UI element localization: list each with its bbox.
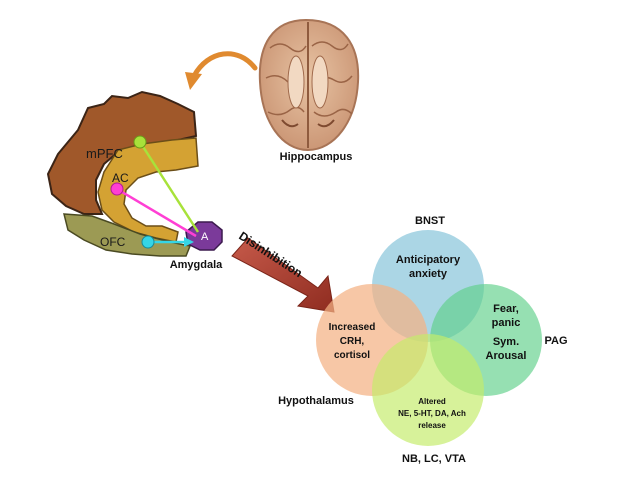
mpfc-dot — [133, 135, 147, 149]
ofc-label: OFC — [100, 235, 126, 249]
disinhibition-arrow-icon — [231, 237, 335, 313]
ac-dot — [110, 182, 124, 196]
pag-circle-line-1: Fear, — [493, 303, 519, 315]
bnst-label: BNST — [415, 215, 445, 227]
ofc-arrowhead-icon — [184, 237, 194, 247]
pag-circle-line-3: Sym. — [493, 336, 519, 348]
pag-circle-line-2: panic — [492, 317, 521, 329]
sagittal-brain-diagram — [46, 90, 223, 257]
ac-region — [97, 137, 199, 243]
mpfc-label: mPFC — [86, 146, 123, 161]
nb-circle-line-3: release — [418, 421, 446, 430]
amygdala-short-label: A — [201, 231, 209, 243]
hypothalamus-circle-line-3: cortisol — [334, 350, 370, 361]
nb-circle-line-1: Altered — [418, 397, 446, 406]
ac-connection-line — [116, 187, 197, 238]
pag-label: PAG — [544, 335, 567, 347]
ac-label: AC — [112, 171, 129, 185]
hypothalamus-circle-line-1: Increased — [329, 322, 376, 333]
hypothalamus-circle-line-2: CRH, — [340, 336, 365, 347]
hippocampus-brain-image — [258, 18, 360, 152]
ofc-dot — [141, 235, 155, 249]
curved-arrow-icon — [185, 51, 258, 90]
bnst-circle-line-1: Anticipatory — [396, 254, 461, 266]
hippocampus-label: Hippocampus — [280, 151, 353, 163]
nb-lc-vta-circle — [372, 334, 484, 446]
nb-circle-line-2: NE, 5-HT, DA, Ach — [398, 409, 466, 418]
pag-circle-line-4: Arousal — [486, 350, 527, 362]
ofc-region — [63, 213, 192, 257]
hypothalamus-label: Hypothalamus — [278, 395, 354, 407]
mpfc-connection-line — [138, 141, 200, 233]
amygdala-label: Amygdala — [170, 259, 223, 271]
nb-lc-vta-label: NB, LC, VTA — [402, 453, 466, 465]
bnst-circle-line-2: anxiety — [409, 268, 448, 280]
venn-diagram — [316, 230, 542, 446]
